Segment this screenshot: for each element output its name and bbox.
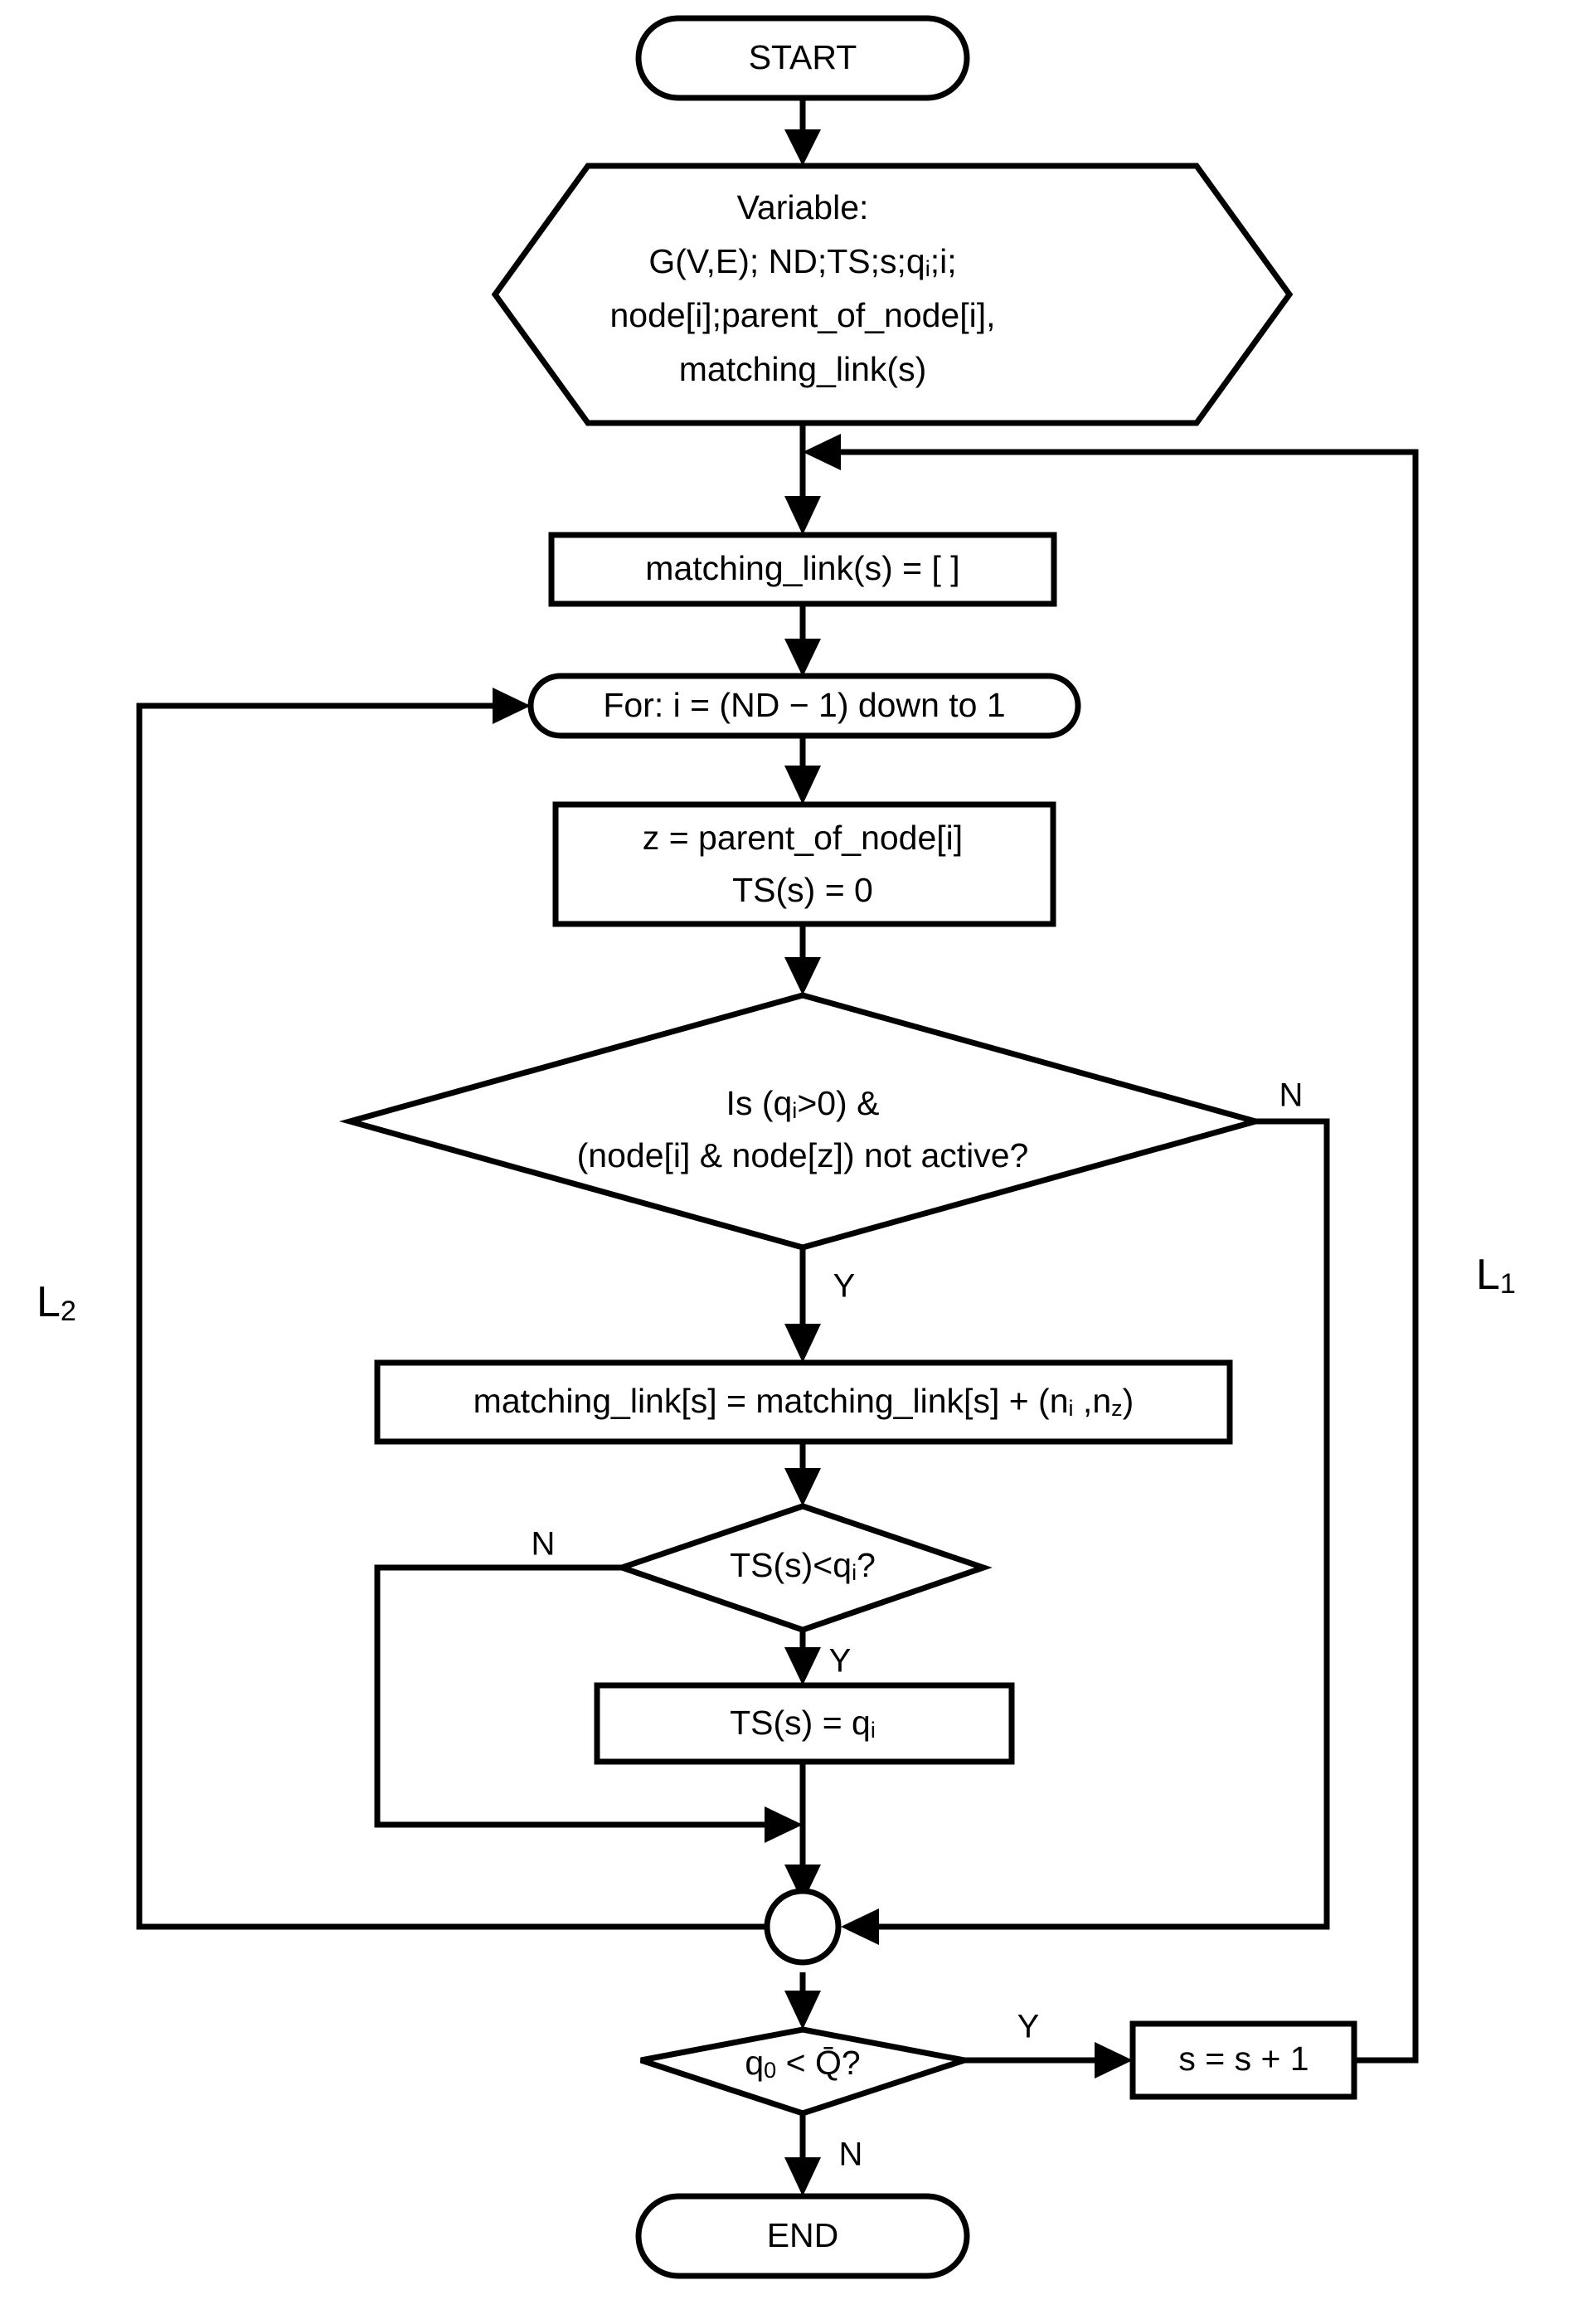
node-start[interactable]: START [635,15,970,101]
node-init-matching[interactable]: matching_link(s) = [ ] [548,532,1057,607]
node-for-loop[interactable]: For: i = (ND − 1) down to 1 [527,673,1081,739]
edge-append-to-decision-ts [784,1442,821,1506]
edge-for-to-assign-z [784,736,821,805]
edge-assign-z-to-decision [784,924,821,995]
node-assign-z-line1: z = parent_of_node[i] [643,819,963,857]
edge-variables-to-init [784,423,821,535]
loop-label-l1: L1 [1476,1251,1516,1300]
node-assign-ts[interactable]: TS(s) = qi [594,1682,1015,1765]
node-decision-active-line1: Is (qi>0) & [726,1084,880,1123]
edge-merge-to-decision-q [784,1972,821,2030]
node-decision-q[interactable]: q0 < Q̄? [639,2026,966,2117]
node-variables-line4: matching_link(s) [679,350,927,388]
edge-decision-ts-yes [784,1630,821,1685]
edge-label-decision-q-no: N [839,2137,863,2173]
node-increment-s[interactable]: s = s + 1 [1129,2020,1357,2100]
edge-l2-return [136,688,771,1930]
edge-l1-return [803,434,1419,2064]
node-for-loop-label: For: i = (ND − 1) down to 1 [603,686,1005,724]
edge-decision-q-no [784,2113,821,2196]
node-append-link[interactable]: matching_link[s] = matching_link[s] + (n… [374,1359,1233,1445]
edge-label-decision-active-no: N [1279,1077,1304,1114]
edge-init-to-for [784,604,821,677]
node-end-label: END [767,2216,839,2254]
node-decision-ts[interactable]: TS(s)<qi? [613,1503,993,1633]
node-decision-ts-label: TS(s)<qi? [730,1546,876,1585]
edge-label-decision-active-yes: Y [833,1268,856,1305]
node-assign-ts-label: TS(s) = qi [730,1704,876,1743]
edge-label-decision-q-yes: Y [1017,2009,1040,2045]
node-assign-z[interactable]: z = parent_of_node[i] TS(s) = 0 [552,801,1056,927]
edge-decision-ts-no [374,1564,803,1843]
node-variables-line1: Variable: [737,188,869,226]
node-append-link-label: matching_link[s] = matching_link[s] + (n… [473,1382,1134,1421]
edge-label-decision-ts-no: N [532,1526,556,1563]
node-variables-line3: node[i];parent_of_node[i], [609,296,995,334]
node-decision-active-line2: (node[i] & node[z]) not active? [577,1136,1029,1174]
node-start-label: START [749,38,857,76]
node-assign-z-line2: TS(s) = 0 [732,871,873,909]
loop-label-l2: L2 [36,1278,76,1327]
edge-decision-active-no [841,1118,1330,1945]
edge-decision-active-yes [784,1247,821,1363]
node-merge-connector[interactable] [764,1888,842,1966]
node-init-matching-label: matching_link(s) = [ ] [645,549,959,587]
node-decision-q-label: q0 < Q̄? [745,2044,860,2083]
edge-assign-ts-to-merge [784,1762,821,1903]
node-variables-line2: G(V,E); ND;TS;s;qi;i; [648,242,956,281]
node-decision-active[interactable]: Is (qi>0) & (node[i] & node[z]) not acti… [338,992,1267,1251]
node-variables[interactable]: Variable: G(V,E); ND;TS;s;qi;i; node[i];… [491,163,1294,426]
node-end[interactable]: END [635,2193,970,2279]
edge-start-to-variables [784,98,821,166]
node-increment-s-label: s = s + 1 [1178,2040,1309,2078]
edge-decision-q-yes [964,2042,1133,2078]
edge-label-decision-ts-yes: Y [829,1643,852,1680]
